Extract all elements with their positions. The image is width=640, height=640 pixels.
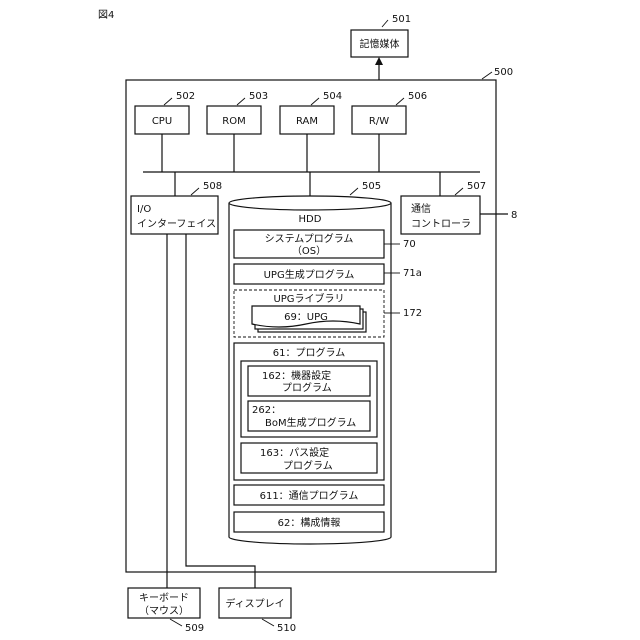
keyboard-line1: キーボード bbox=[139, 592, 189, 604]
upg-program-label: UPG生成プログラム bbox=[264, 268, 355, 281]
comm-external-ref: 8 bbox=[511, 210, 517, 221]
display-leader bbox=[262, 619, 274, 626]
rom-ref: 503 bbox=[249, 91, 268, 102]
system-program-line2: （OS） bbox=[292, 245, 326, 257]
device-setting-line1: 162：機器設定 bbox=[262, 369, 331, 382]
ram-ref: 504 bbox=[323, 91, 342, 102]
system-program-ref: 70 bbox=[403, 239, 416, 250]
storage-medium-leader bbox=[382, 20, 388, 27]
program-group-label: 61：プログラム bbox=[273, 346, 345, 359]
upg-program-ref: 71a bbox=[403, 268, 422, 279]
hdd-cylinder-top bbox=[229, 196, 391, 210]
cpu-label: CPU bbox=[152, 116, 172, 127]
system-program-line1: システムプログラム bbox=[265, 232, 354, 245]
io-line1: I/O bbox=[137, 204, 151, 215]
device-setting-line2: プログラム bbox=[282, 381, 332, 394]
system-ref: 500 bbox=[494, 67, 513, 78]
keyboard-leader bbox=[170, 619, 182, 626]
bom-program-line2: BoM生成プログラム bbox=[265, 416, 356, 429]
rw-ref: 506 bbox=[408, 91, 427, 102]
display-ref: 510 bbox=[277, 623, 296, 634]
comm-ref: 507 bbox=[467, 181, 486, 192]
comm-line1: 通信 bbox=[411, 203, 431, 215]
system-leader bbox=[482, 72, 492, 79]
upg-item-label: 69：UPG bbox=[284, 312, 328, 323]
bom-program-line1: 262： bbox=[252, 405, 281, 416]
upg-library-ref: 172 bbox=[403, 308, 422, 319]
rw-label: R/W bbox=[369, 116, 389, 127]
comm-line2: コントローラ bbox=[411, 218, 471, 230]
display-label: ディスプレイ bbox=[225, 597, 284, 610]
figure-label: 図4 bbox=[98, 9, 114, 21]
keyboard-line2: （マウス） bbox=[139, 605, 189, 617]
upg-library-label: UPGライブラリ bbox=[273, 292, 344, 305]
comm-program-label: 611：通信プログラム bbox=[260, 489, 359, 502]
hdd-label: HDD bbox=[299, 214, 322, 225]
io-line2: インターフェイス bbox=[137, 218, 216, 230]
path-setting-line2: プログラム bbox=[283, 459, 333, 472]
keyboard-ref: 509 bbox=[185, 623, 204, 634]
hdd-ref: 505 bbox=[362, 181, 381, 192]
rom-label: ROM bbox=[222, 116, 245, 127]
path-setting-line1: 163：パス設定 bbox=[260, 446, 329, 459]
storage-medium-ref: 501 bbox=[392, 14, 411, 25]
config-info-label: 62：構成情報 bbox=[278, 516, 341, 529]
io-ref: 508 bbox=[203, 181, 222, 192]
ram-label: RAM bbox=[296, 116, 318, 127]
arrow-head-up bbox=[375, 57, 383, 65]
storage-medium-label: 記憶媒体 bbox=[360, 38, 400, 51]
cpu-ref: 502 bbox=[176, 91, 195, 102]
